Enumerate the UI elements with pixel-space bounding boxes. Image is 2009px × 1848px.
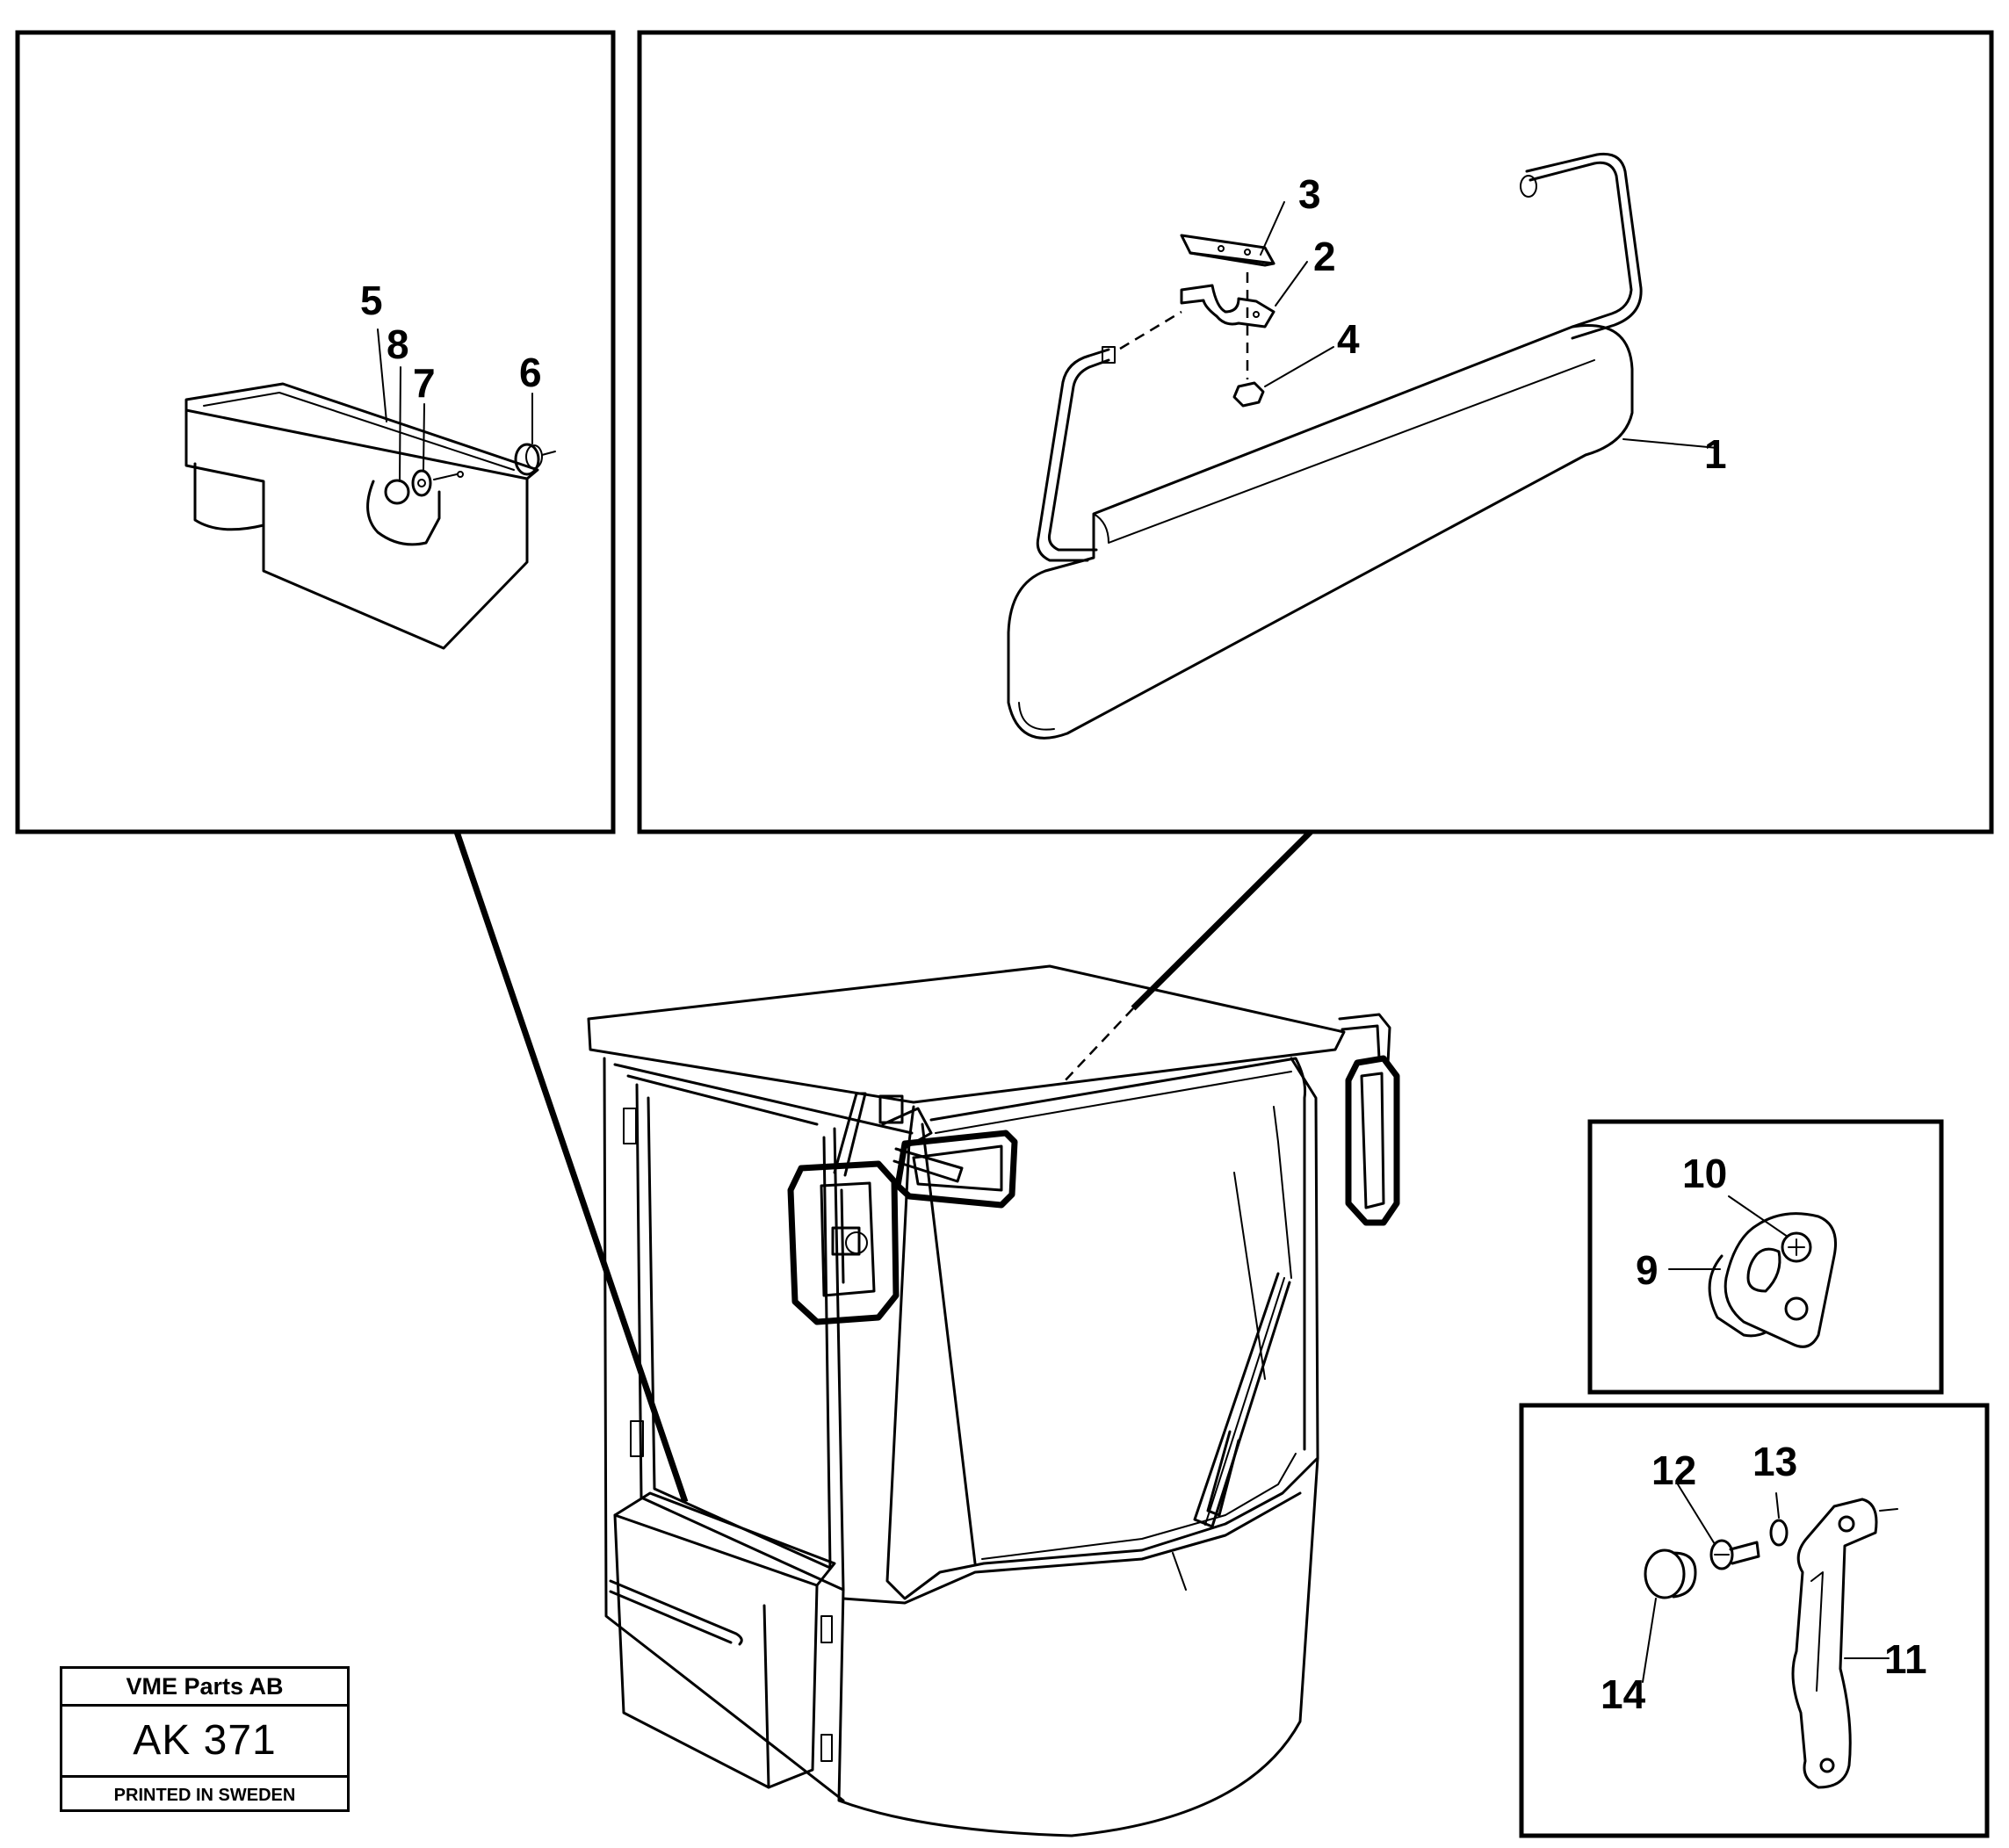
callout-4: 4: [1337, 316, 1360, 362]
handle-detail-panel: 12 13 14 11: [1519, 1403, 1990, 1838]
callout-7: 7: [413, 360, 436, 406]
storage-box-drawing: [184, 328, 556, 650]
visor-to-cab-dashed-leader: [1060, 1007, 1134, 1086]
stamp-printed-in: PRINTED IN SWEDEN: [113, 1786, 296, 1805]
callout-6: 6: [519, 350, 542, 395]
stamp-company: VME Parts AB: [62, 1669, 347, 1707]
callout-5: 5: [360, 278, 383, 323]
sun-visor-detail-panel: 3 2 4 1: [637, 30, 1994, 834]
box-to-cab-leader: [453, 830, 689, 1504]
callout-10: 10: [1682, 1151, 1727, 1196]
hook-detail-panel: 10 9: [1587, 1119, 1944, 1395]
storage-box-detail-panel: 5 8 7 6: [15, 30, 616, 834]
callout-9: 9: [1636, 1247, 1659, 1293]
callout-8: 8: [387, 321, 409, 367]
callout-2: 2: [1313, 234, 1336, 279]
callout-12: 12: [1651, 1447, 1696, 1493]
callout-13: 13: [1752, 1439, 1797, 1484]
grab-handle-drawing: [1642, 1483, 1898, 1789]
callout-1: 1: [1704, 431, 1727, 477]
cab-illustration: [587, 964, 1400, 1837]
callout-14: 14: [1601, 1671, 1646, 1717]
visor-to-cab-leader: [1131, 829, 1313, 1011]
stamp-drawing-code: AK 371: [62, 1707, 347, 1778]
callout-3: 3: [1298, 171, 1321, 217]
coat-hook-drawing: [1668, 1195, 1837, 1348]
title-stamp: VME Parts AB AK 371 PRINTED IN SWEDEN: [60, 1666, 350, 1812]
sun-visor-drawing: [1007, 152, 1718, 740]
callout-11: 11: [1884, 1636, 1927, 1682]
